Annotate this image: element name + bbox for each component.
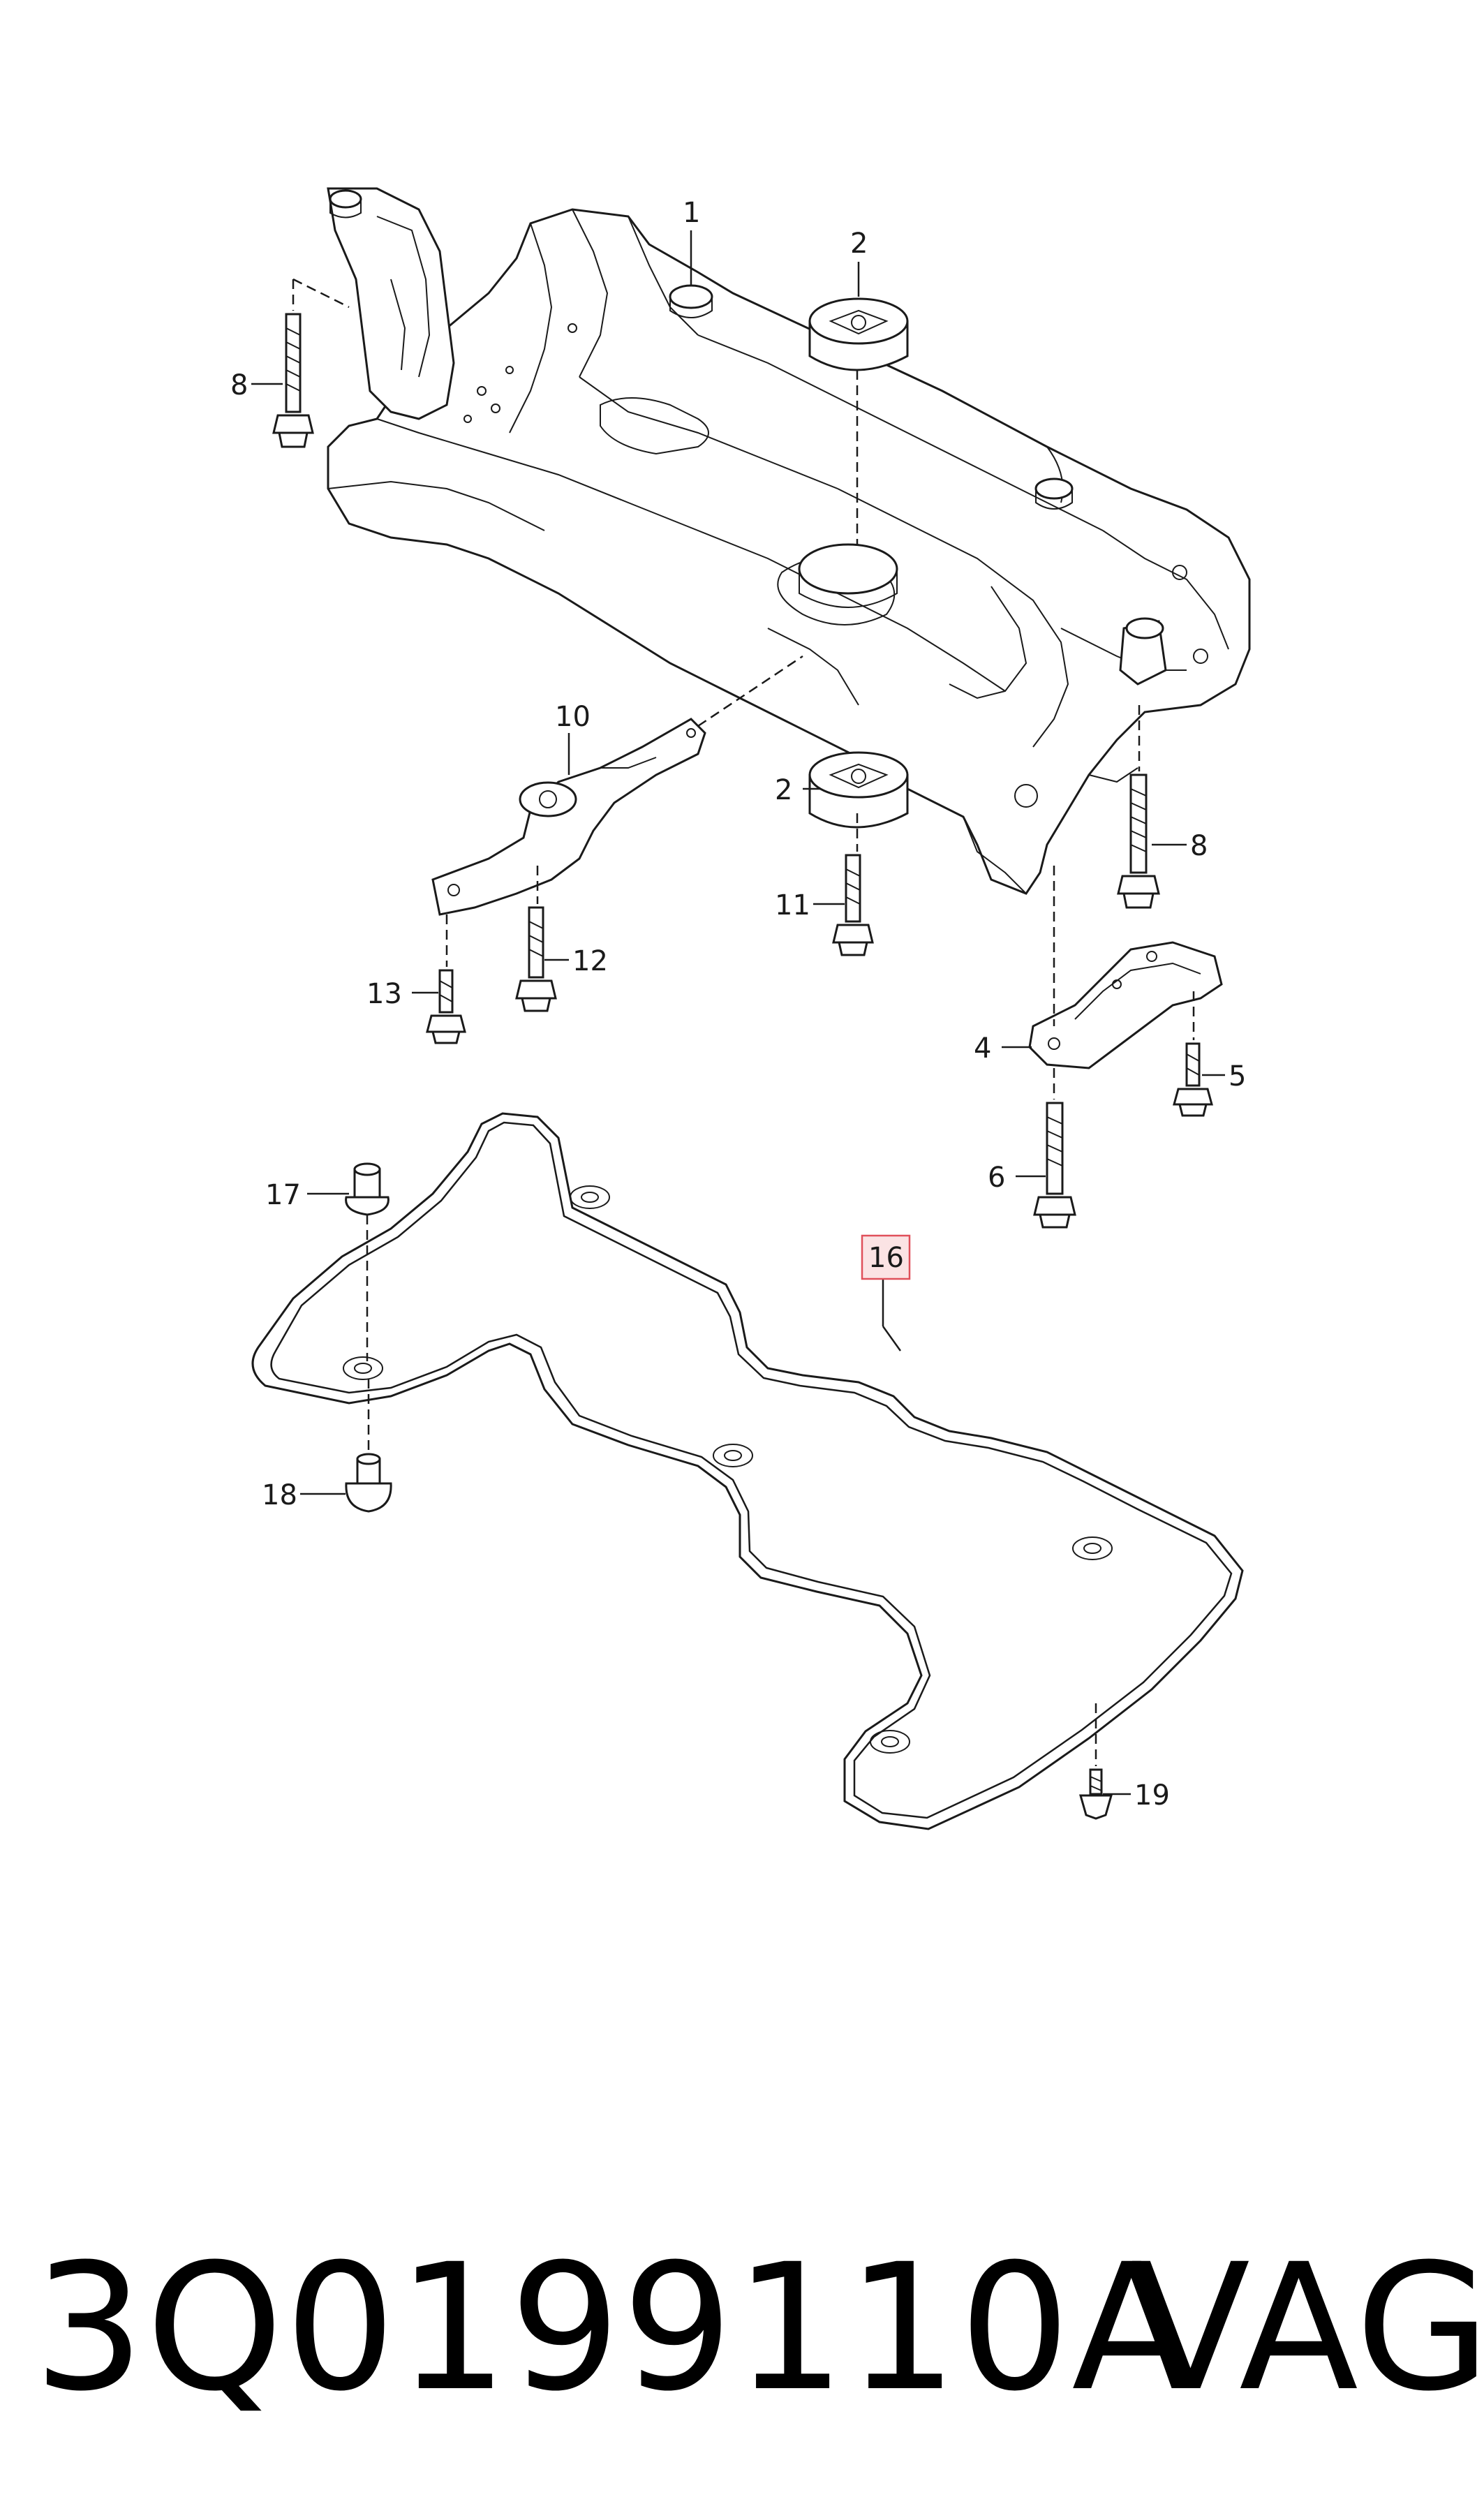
nut-17 — [345, 1162, 389, 1216]
nut-18 — [345, 1453, 392, 1513]
underbody-panel — [251, 1112, 1244, 1830]
callout-4: 4 — [974, 1032, 991, 1065]
callout-8-right: 8 — [1190, 830, 1208, 862]
bolt-13 — [426, 969, 466, 1044]
callout-18: 18 — [262, 1479, 297, 1511]
brand-label: VAG — [1131, 2226, 1484, 2429]
callout-2-lower: 2 — [775, 774, 792, 806]
part-number: 3Q0199110A — [34, 2226, 1193, 2429]
callout-13: 13 — [366, 978, 402, 1010]
torque-arm — [431, 718, 706, 916]
bracket-4 — [1028, 941, 1223, 1069]
exploded-parts-diagram: 1 2 2 4 5 6 8 8 10 11 12 13 16 17 18 19 — [230, 187, 1251, 1830]
callout-19: 19 — [1134, 1779, 1170, 1812]
bolt-8-right — [1117, 773, 1160, 909]
left-bracket — [327, 187, 455, 420]
callout-8-left: 8 — [230, 369, 248, 401]
callout-17: 17 — [265, 1179, 301, 1211]
callouts: 1 2 2 4 5 6 8 8 10 11 12 13 16 17 18 19 — [230, 197, 1246, 1812]
callout-11: 11 — [775, 889, 810, 921]
callout-16: 16 — [868, 1242, 904, 1274]
callout-2-top: 2 — [850, 228, 868, 260]
bushing-lower — [808, 751, 909, 829]
bushing-top — [808, 297, 909, 371]
callout-1: 1 — [683, 197, 700, 229]
subframe — [327, 208, 1251, 895]
callout-6: 6 — [988, 1162, 1005, 1194]
bolt-11 — [832, 854, 874, 956]
callout-16-highlight — [861, 1234, 911, 1280]
bolt-12 — [515, 906, 557, 1012]
clip-19 — [1079, 1768, 1113, 1820]
callout-10: 10 — [555, 701, 591, 733]
bolt-6 — [1033, 1102, 1076, 1229]
bolt-8-left — [272, 313, 314, 448]
callout-12: 12 — [572, 945, 608, 977]
bolt-5 — [1173, 1042, 1213, 1117]
leader-lines — [251, 230, 1225, 1795]
callout-5: 5 — [1229, 1060, 1246, 1093]
